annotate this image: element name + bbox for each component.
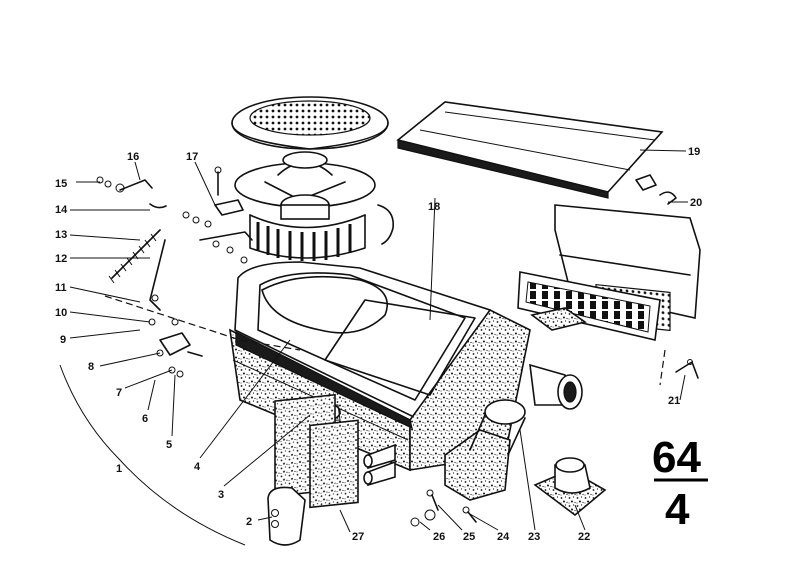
callout-labels: 1 2 3 4 5 6 7 8 9 10 11 12 13 14 15 16 1… (55, 146, 702, 543)
heater-housing (228, 261, 531, 472)
callout-25: 25 (463, 531, 475, 543)
callout-24: 24 (497, 531, 510, 543)
side-pipe-outlet (529, 363, 583, 410)
callout-7: 7 (116, 387, 122, 399)
vent-grille-strip (517, 271, 661, 341)
callout-5: 5 (166, 439, 172, 451)
callout-3: 3 (218, 489, 224, 501)
hardware-screws (410, 174, 699, 527)
callout-11: 11 (55, 282, 67, 294)
callout-13: 13 (55, 229, 67, 241)
callout-21: 21 (668, 395, 680, 407)
assembly-bracket-1 (59, 364, 246, 546)
callout-1: 1 (116, 463, 122, 475)
blower-fan-wheel (234, 151, 376, 261)
pipe-stubs (363, 443, 396, 487)
callout-14: 14 (55, 204, 68, 216)
callout-10: 10 (55, 307, 67, 319)
callout-16: 16 (127, 151, 139, 163)
callout-22: 22 (578, 531, 590, 543)
group-number-block: 64 4 (652, 433, 708, 534)
callout-8: 8 (88, 361, 94, 373)
heater-core-frame (324, 299, 476, 396)
callout-26: 26 (433, 531, 445, 543)
filter-pads (274, 393, 359, 509)
leader-lines (69, 149, 688, 533)
callout-17: 17 (186, 151, 198, 163)
blower-cover-grille (231, 96, 389, 150)
callout-6: 6 (142, 413, 148, 425)
callout-19: 19 (688, 146, 700, 158)
seal-plate (267, 486, 306, 546)
alignment-line (104, 295, 301, 351)
callout-27: 27 (352, 531, 364, 543)
callout-20: 20 (690, 197, 702, 209)
callout-18: 18 (428, 201, 440, 213)
callout-9: 9 (60, 334, 66, 346)
lever-linkage-parts (96, 166, 253, 378)
alignment-line-2 (659, 349, 666, 386)
group-number: 64 (652, 433, 701, 482)
callout-15: 15 (55, 178, 67, 190)
sub-group-number: 4 (665, 485, 690, 534)
outlet-elbow (444, 399, 526, 501)
top-cover-plate (396, 101, 664, 199)
callout-12: 12 (55, 253, 67, 265)
callout-2: 2 (246, 516, 252, 528)
nozzle-flange (533, 457, 607, 517)
hose-clip (377, 204, 395, 245)
callout-23: 23 (528, 531, 540, 543)
small-plate (530, 307, 587, 331)
callout-4: 4 (194, 461, 201, 473)
